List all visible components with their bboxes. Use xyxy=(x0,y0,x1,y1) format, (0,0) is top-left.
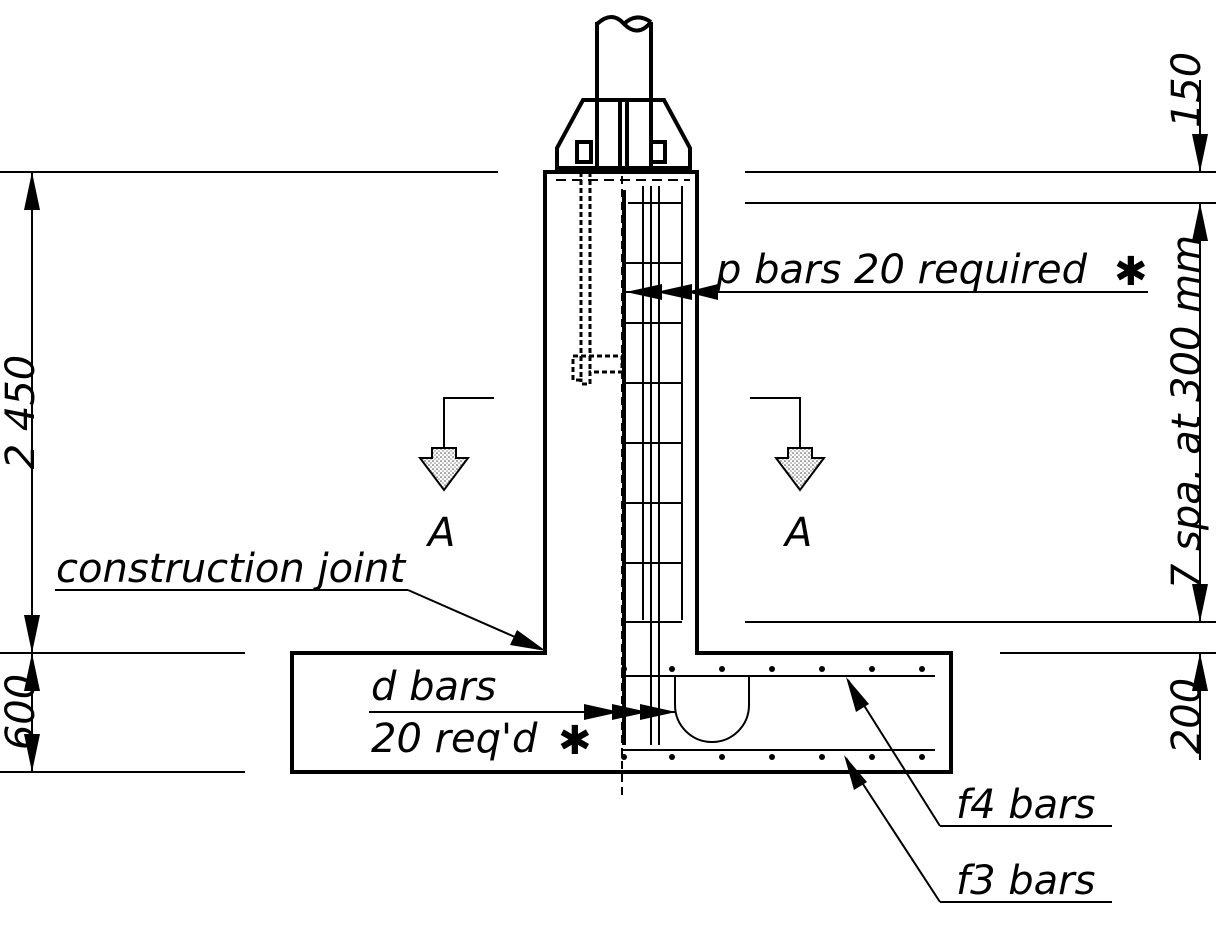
construction-joint-label: construction joint xyxy=(56,546,407,592)
concrete-outline xyxy=(290,170,953,774)
wall-height-dim-text: 2 450 xyxy=(0,355,44,470)
footing-depth-dim-text: 600 xyxy=(0,674,44,750)
d-bars-label-line1: d bars xyxy=(371,664,496,710)
f3-bars-callout: f3 bars xyxy=(844,755,1112,904)
anchor-nut-right xyxy=(649,140,667,164)
d-bars-callout: d bars 20 req'd ✱ xyxy=(369,664,676,764)
d-bars-asterisk: ✱ xyxy=(558,718,592,764)
section-label-left: A xyxy=(425,510,455,556)
top-offset-dim-text: 150 xyxy=(1164,52,1210,128)
bar-spacing-dim-text: 7 spa. at 300 mm xyxy=(1164,235,1210,589)
f3-bars-label: f3 bars xyxy=(956,858,1095,904)
section-marker-right: A xyxy=(750,397,826,556)
f4-bars-callout: f4 bars xyxy=(846,677,1112,828)
p-bars-callout: p bars 20 required ✱ xyxy=(626,247,1148,300)
section-label-right: A xyxy=(782,510,812,556)
anchor-nut-left xyxy=(575,140,593,164)
p-bars-asterisk: ✱ xyxy=(1114,249,1148,295)
extension-lines xyxy=(0,171,1216,773)
f4-bars-label: f4 bars xyxy=(956,782,1095,828)
construction-joint-callout: construction joint xyxy=(55,546,546,651)
p-bars-label: p bars 20 required xyxy=(715,247,1088,293)
right-dimension: 150 7 spa. at 300 mm 200 xyxy=(1164,52,1210,760)
left-dimension: 2 450 600 xyxy=(0,172,44,772)
footing-reinforcement xyxy=(621,666,935,760)
d-bars-label-line2: 20 req'd xyxy=(371,716,538,762)
section-marker-left: A xyxy=(418,397,494,556)
wall-reinforcement xyxy=(622,186,683,745)
anchor-bolt xyxy=(571,172,624,386)
steel-post xyxy=(555,15,692,172)
bottom-cover-dim-text: 200 xyxy=(1164,678,1210,754)
